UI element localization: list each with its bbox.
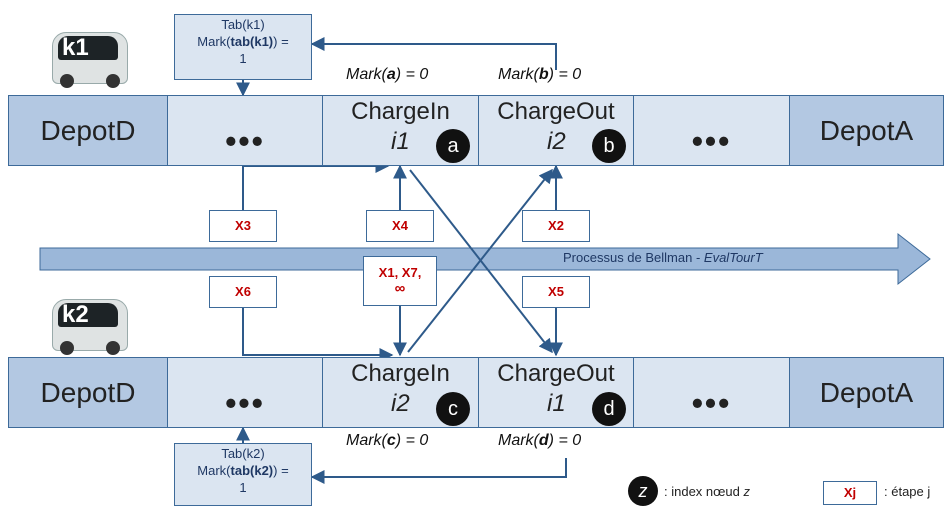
vehicle-k2-label: k2 <box>62 301 89 328</box>
bottom-charge-out-index: i1 <box>547 390 566 417</box>
top-depot-a: DepotA <box>789 95 944 166</box>
node-a-icon: a <box>436 129 470 163</box>
mark-d: Mark(d) = 0 <box>498 432 582 449</box>
step-x1-x7-inf: X1, X7,∞ <box>363 256 437 306</box>
tab-k2-value: 1 <box>239 480 247 495</box>
vehicle-k2-icon: k2 <box>50 295 130 355</box>
top-dots-right: ••• <box>633 95 790 166</box>
legend-step-text: : étape j <box>884 484 931 499</box>
step-x5: X5 <box>522 276 590 308</box>
tab-k2-title: Tab(k2) <box>221 446 265 461</box>
top-dots-left: ••• <box>167 95 323 166</box>
legend-step-box: Xj <box>823 481 877 505</box>
bottom-dots-left: ••• <box>167 357 323 428</box>
bottom-charge-in: ChargeIn i2 <box>322 357 479 428</box>
step-x6: X6 <box>209 276 277 308</box>
process-label: Processus de Bellman - EvalTourT <box>563 250 763 265</box>
node-b-icon: b <box>592 129 626 163</box>
bottom-dots-right: ••• <box>633 357 790 428</box>
bottom-charge-in-index: i2 <box>391 390 410 417</box>
tab-k1-value: 1 <box>239 51 247 66</box>
top-charge-in-index: i1 <box>391 128 410 155</box>
tab-k1-mark: Mark(tab(k1)) = <box>197 34 289 49</box>
step-x4: X4 <box>366 210 434 242</box>
mark-a: Mark(a) = 0 <box>346 66 429 83</box>
tab-k1-title: Tab(k1) <box>221 17 265 32</box>
bottom-charge-out-title: ChargeOut <box>497 360 615 387</box>
step-x2: X2 <box>522 210 590 242</box>
top-charge-out-title: ChargeOut <box>497 98 615 125</box>
vehicle-k1-icon: k1 <box>50 28 130 88</box>
process-label-text: Processus de Bellman - <box>563 250 704 265</box>
link-b-to-tab-k1 <box>310 37 557 70</box>
tab-k2-mark: Mark(tab(k2)) = <box>197 463 289 478</box>
vehicle-k1-label: k1 <box>62 34 89 61</box>
step-x3: X3 <box>209 210 277 242</box>
legend-node-text: : index nœud z <box>664 484 750 499</box>
link-x6 <box>242 306 394 362</box>
tab-k1-box: Tab(k1) Mark(tab(k1)) = 1 <box>174 14 312 80</box>
bottom-charge-in-title: ChargeIn <box>351 360 450 387</box>
bottom-depot-d: DepotD <box>8 357 168 428</box>
bottom-depot-a: DepotA <box>789 357 944 428</box>
node-c-icon: c <box>436 392 470 426</box>
top-charge-out-index: i2 <box>547 128 566 155</box>
legend-node-icon: z <box>628 476 658 506</box>
link-x3 <box>242 159 390 210</box>
process-label-italic: EvalTourT <box>703 250 763 265</box>
mark-c: Mark(c) = 0 <box>346 432 429 449</box>
top-charge-out: ChargeOut i2 <box>478 95 634 166</box>
tab-k2-box: Tab(k2) Mark(tab(k2)) = 1 <box>174 443 312 506</box>
process-arrow <box>39 232 931 286</box>
node-d-icon: d <box>592 392 626 426</box>
top-charge-in-title: ChargeIn <box>351 98 450 125</box>
link-d-to-tab-k2 <box>310 458 567 484</box>
link-c-to-b <box>407 168 553 353</box>
mark-b: Mark(b) = 0 <box>498 66 582 83</box>
top-depot-d: DepotD <box>8 95 168 166</box>
